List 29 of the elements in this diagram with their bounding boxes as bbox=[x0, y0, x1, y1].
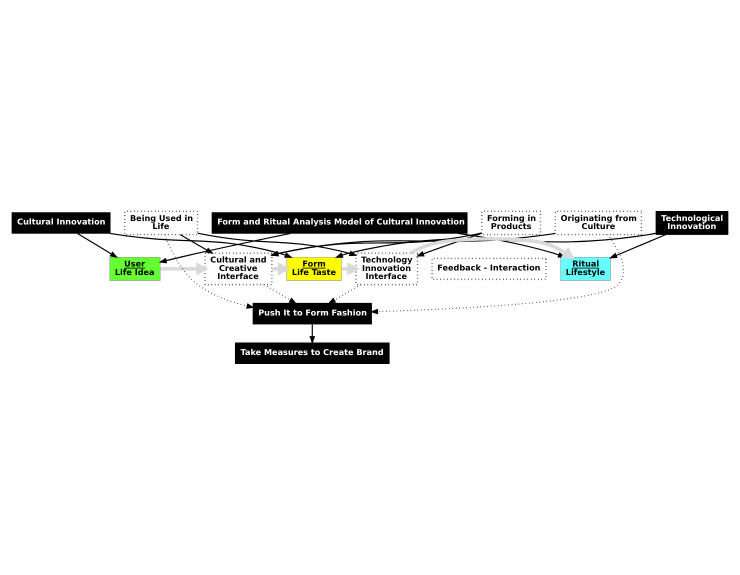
arrow bbox=[160, 262, 209, 276]
node-box: Feedback - Interaction bbox=[431, 258, 547, 280]
node-box: Ritual Lifestyle bbox=[560, 256, 611, 281]
arrow bbox=[180, 234, 214, 254]
arrow bbox=[328, 284, 362, 304]
node-box: Form and Ritual Analysis Model of Cultural Innovation bbox=[212, 212, 468, 234]
arrow bbox=[309, 324, 316, 344]
node-box: Technology Innovation Interface bbox=[355, 252, 418, 286]
arrow bbox=[158, 232, 291, 264]
arrow bbox=[270, 232, 556, 256]
arrow bbox=[370, 234, 624, 314]
node-box: Take Measures to Create Brand bbox=[234, 342, 390, 364]
node-box: User Life Idea bbox=[109, 256, 161, 281]
node-box: Cultural Innovation bbox=[12, 212, 111, 234]
node-box: Form Life Taste bbox=[286, 256, 342, 281]
arrow bbox=[164, 234, 255, 309]
node-box: Originating from Culture bbox=[554, 210, 642, 236]
arrow bbox=[416, 232, 482, 257]
arrow bbox=[264, 284, 298, 304]
node-box: Cultural and Creative Interface bbox=[204, 252, 273, 286]
arrow bbox=[609, 234, 666, 258]
arrow bbox=[110, 232, 293, 258]
node-box: Being Used in Life bbox=[124, 210, 198, 236]
node-box: Technological Innovation bbox=[656, 211, 728, 235]
node-box: Forming in Products bbox=[481, 210, 542, 236]
node-box: Push It to Form Fashion bbox=[252, 302, 372, 324]
arrow bbox=[270, 232, 482, 256]
arrow bbox=[198, 232, 358, 256]
arrow bbox=[77, 232, 118, 258]
